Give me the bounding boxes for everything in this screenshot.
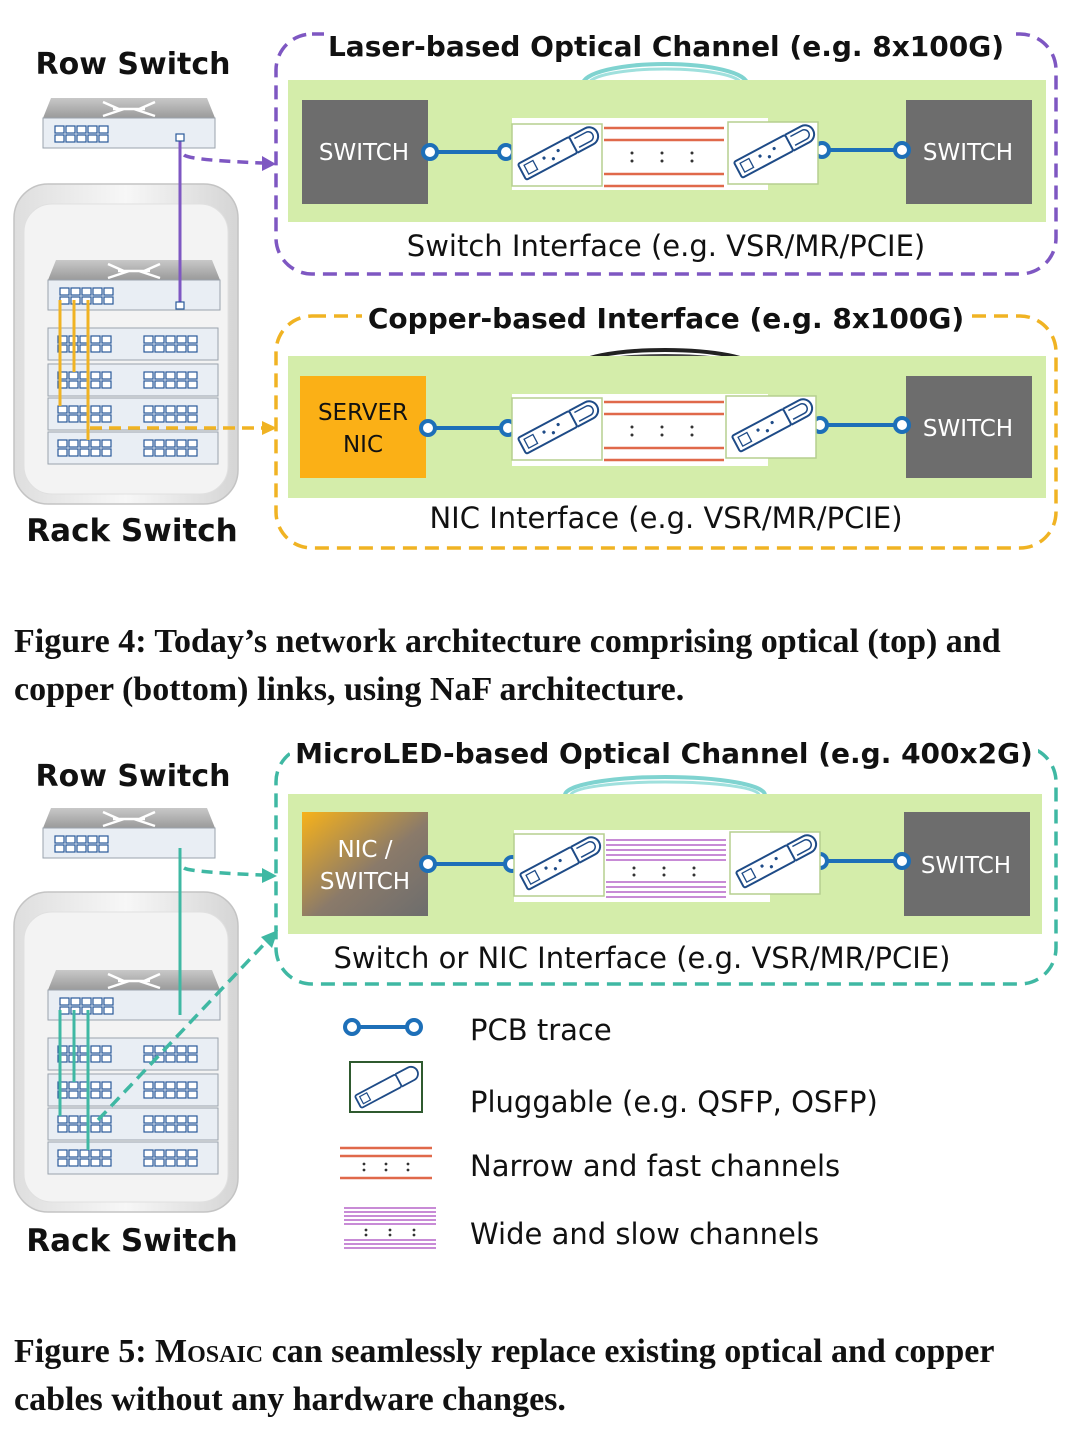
microled-right-pluggable-icon <box>729 831 821 895</box>
copper-right-switch-label: SWITCH <box>923 416 1013 442</box>
copper-title-bg <box>362 294 972 340</box>
optical-right-switch-chip <box>906 100 1032 204</box>
nic-switch-label-line2: SWITCH <box>320 869 410 895</box>
row-switch-label-bg <box>36 38 234 84</box>
figure-4-caption: Figure 4: Today’s network architecture c… <box>14 618 1069 714</box>
nic-switch-label-line1: NIC / <box>337 837 392 863</box>
row-switch-icon <box>43 98 215 148</box>
optical-left-switch-chip <box>302 100 428 204</box>
server-nic-label-line1: SERVER <box>318 400 408 426</box>
microled-title: MicroLED-based Optical Channel (e.g. 400… <box>295 737 1033 770</box>
row-switch-label-bg-2 <box>36 750 234 796</box>
server-unit-7 <box>48 1108 218 1140</box>
figure-5-caption: Figure 5: Mosaic can seamlessly replace … <box>14 1328 1069 1424</box>
optical-interface-label: Switch Interface (e.g. VSR/MR/PCIE) <box>407 229 925 263</box>
legend-narrow-fast-icon <box>340 1146 432 1180</box>
microled-left-pluggable-icon <box>513 833 605 897</box>
optical-right-pluggable-icon <box>727 121 819 185</box>
figure-5-caption-text: can seamlessly replace existing optical … <box>14 1333 994 1418</box>
server-nic-label-line2: NIC <box>343 432 383 458</box>
figure-4-caption-text: Today’s network architecture comprising … <box>14 623 1001 708</box>
microled-arrow-2 <box>261 930 278 948</box>
microled-links <box>58 848 270 1150</box>
nic-switch-chip <box>302 812 428 916</box>
rack-switch-label-2: Rack Switch <box>26 1223 237 1259</box>
microled-right-switch-label: SWITCH <box>921 853 1011 879</box>
row-switch-label-2: Row Switch <box>36 759 231 794</box>
legend-pluggable-label: Pluggable (e.g. QSFP, OSFP) <box>470 1085 878 1119</box>
server-unit-4 <box>48 432 218 464</box>
legend-pcb-trace-icon <box>343 1018 423 1036</box>
legend-wide-slow-label: Wide and slow channels <box>470 1217 819 1251</box>
rack-switch-label: Rack Switch <box>26 513 237 549</box>
server-unit-8 <box>48 1142 218 1174</box>
legend-narrow-fast-label: Narrow and fast channels <box>470 1149 840 1183</box>
legend-pluggable-icon <box>349 1061 423 1113</box>
microled-interface-label: Switch or NIC Interface (e.g. VSR/MR/PCI… <box>333 941 950 975</box>
optical-title: Laser-based Optical Channel (e.g. 8x100G… <box>328 30 1004 63</box>
copper-links <box>58 300 262 440</box>
row-switch-label: Row Switch <box>36 47 231 82</box>
figure-5-caption-system-name: Mosaic <box>155 1333 264 1370</box>
copper-right-pluggable-icon <box>725 395 817 459</box>
row-switch-icon-2 <box>43 808 215 858</box>
copper-title: Copper-based Interface (e.g. 8x100G) <box>368 302 964 335</box>
copper-arrow <box>262 421 277 435</box>
legend: PCB trace Pluggable (e.g. QSFP, OSFP) Na… <box>340 1013 878 1251</box>
optical-pcb-traces <box>421 141 911 161</box>
microled-arrow-1 <box>262 868 277 883</box>
figure-4-caption-prefix: Figure 4: <box>14 623 147 660</box>
optical-left-pluggable-icon <box>511 123 603 187</box>
microled-right-switch-chip <box>904 812 1030 916</box>
copper-left-pluggable-icon <box>511 397 603 461</box>
optical-right-switch-label: SWITCH <box>923 140 1013 166</box>
legend-pcb-trace-label: PCB trace <box>470 1013 612 1047</box>
legend-wide-slow-icon <box>344 1207 436 1249</box>
optical-left-switch-label: SWITCH <box>319 140 409 166</box>
server-unit-3 <box>48 398 218 430</box>
microled-title-bg <box>290 730 1038 776</box>
optical-uplink <box>175 133 276 310</box>
copper-right-switch-chip <box>906 376 1032 478</box>
figure-5-caption-prefix: Figure 5: <box>14 1333 147 1370</box>
server-nic-chip <box>300 376 426 478</box>
copper-interface-label: NIC Interface (e.g. VSR/MR/PCIE) <box>429 501 902 535</box>
optical-title-bg <box>324 22 1010 68</box>
